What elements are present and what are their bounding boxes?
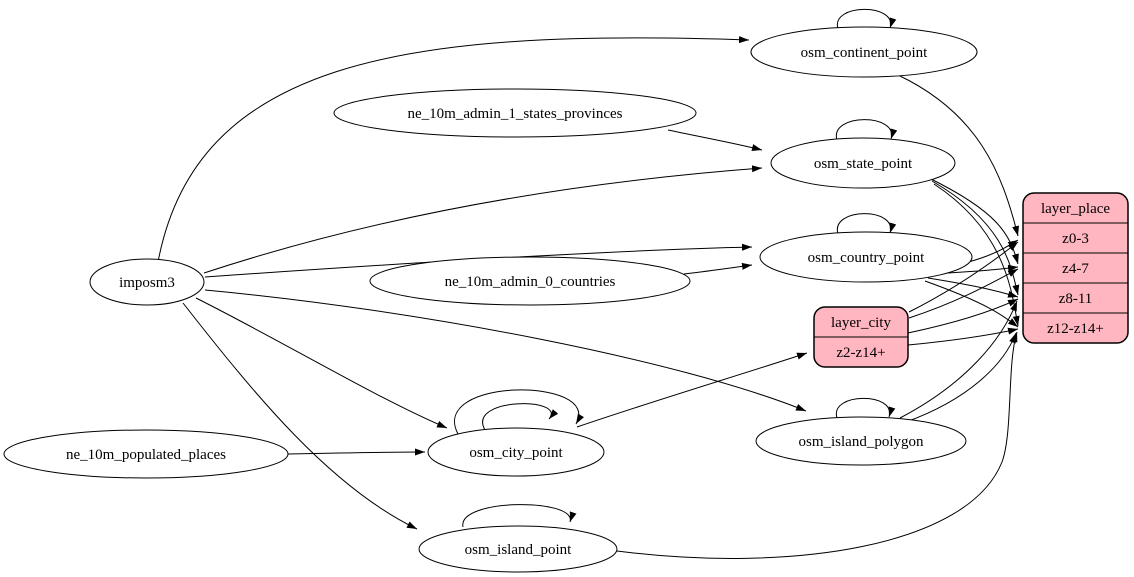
edge-imposm3-to-osm_island_polygon	[204, 289, 807, 412]
record-layer_place-row-z4-7: z4-7	[1062, 261, 1089, 277]
record-layer_place-row-z0-3: z0-3	[1062, 231, 1089, 247]
node-ne_10m_admin_1_states_provinces-shape	[333, 88, 697, 138]
edge-imposm3-to-osm_island_point	[182, 302, 418, 530]
edge-layer_city:z2-z14+-to-layer_place:z12-z14+	[907, 327, 1019, 346]
self-loop-osm_city_point	[454, 389, 584, 435]
node-ne_10m_admin_1_states_provinces-label: ne_10m_admin_1_states_provinces	[408, 106, 623, 122]
record-layer_place: layer_place z0-3 z4-7 z8-11 z12-z14+	[1022, 192, 1129, 344]
edge-osm_island_point-to-layer_place:z12-z14+	[616, 331, 1018, 559]
node-imposm3-label: imposm3	[119, 275, 175, 291]
node-imposm3-shape	[89, 258, 205, 306]
node-osm_continent_point-label: osm_continent_point	[801, 45, 928, 61]
record-layer_city: layer_city z2-z14+	[813, 306, 909, 368]
node-osm_island_point-label: osm_island_point	[465, 542, 573, 558]
edge-osm_island_polygon-to-layer_place:z8-11	[899, 300, 1018, 419]
edge-osm_state_point-to-layer_place:z4-7	[928, 177, 1019, 265]
edge-osm_continent_point-to-layer_place:z0-3	[897, 74, 1019, 237]
edge-osm_state_point-to-layer_place:z12-z14+	[933, 183, 1020, 327]
node-ne_10m_admin_0_countries-label: ne_10m_admin_0_countries	[445, 274, 616, 290]
node-osm_island_polygon-shape	[755, 416, 967, 466]
self-loop-osm_continent_point	[836, 8, 897, 30]
self-loop-osm_island_point	[462, 504, 577, 528]
edge-ne_10m_populated_places-to-osm_city_point	[287, 448, 426, 456]
record-layer_place-row-z12-z14+: z12-z14+	[1047, 321, 1104, 337]
edge-layer_city:z2-z14+-to-layer_place:z0-3	[908, 241, 1019, 313]
node-ne_10m_admin_0_countries: ne_10m_admin_0_countries	[369, 256, 691, 306]
node-osm_country_point-shape	[759, 231, 973, 283]
node-osm_continent_point: osm_continent_point	[750, 26, 978, 78]
node-osm_island_polygon: osm_island_polygon	[755, 416, 967, 466]
edge-imposm3-to-osm_city_point	[195, 297, 448, 429]
edge-osm_country_point-to-layer_place:z8-11	[927, 277, 1019, 298]
node-imposm3: imposm3	[89, 258, 205, 306]
self-loop-osm_state_point	[836, 119, 898, 141]
node-osm_state_point-label: osm_state_point	[814, 156, 913, 172]
record-layer_place-row-layer_place: layer_place	[1041, 201, 1110, 217]
node-osm_state_point: osm_state_point	[770, 137, 956, 189]
node-osm_country_point: osm_country_point	[759, 231, 973, 283]
edge-imposm3-to-osm_state_point	[203, 165, 763, 274]
node-ne_10m_admin_1_states_provinces: ne_10m_admin_1_states_provinces	[333, 88, 697, 138]
node-osm_city_point: osm_city_point	[427, 427, 605, 477]
record-layer_place-box	[1022, 192, 1129, 344]
edge-imposm3-to-osm_continent_point	[157, 36, 750, 263]
node-osm_island_point: osm_island_point	[418, 525, 618, 573]
record-layer_city-row-z2-z14+: z2-z14+	[836, 345, 885, 361]
edge-osm_state_point-to-layer_place:z8-11	[931, 180, 1020, 296]
edge-ne_10m_admin_1_states_provinces-to-osm_state_point	[667, 129, 763, 151]
node-osm_island_polygon-label: osm_island_polygon	[798, 434, 924, 450]
edge-osm_country_point-to-layer_place:z12-z14+	[924, 280, 1019, 328]
record-layer_city-row-layer_city: layer_city	[831, 315, 891, 331]
edge-layer	[157, 8, 1020, 559]
edge-layer_city:z2-z14+-to-layer_place:z4-7	[908, 268, 1019, 319]
node-ne_10m_populated_places: ne_10m_populated_places	[3, 429, 289, 479]
node-ne_10m_populated_places-shape	[3, 429, 289, 479]
self-loop-osm_city_point	[482, 403, 559, 431]
node-osm_city_point-label: osm_city_point	[469, 445, 563, 461]
node-osm_island_point-shape	[418, 525, 618, 573]
self-loop-osm_island_polygon	[835, 397, 896, 419]
edge-osm_island_polygon-to-layer_place:z12-z14+	[905, 332, 1017, 423]
node-osm_country_point-label: osm_country_point	[808, 250, 925, 266]
edge-osm_city_point-to-layer_city:z2-z14+	[576, 352, 808, 428]
node-osm_city_point-shape	[427, 427, 605, 477]
node-osm_continent_point-shape	[750, 26, 978, 78]
record-layer_place-row-z8-11: z8-11	[1059, 291, 1093, 307]
self-loop-osm_country_point	[836, 213, 897, 235]
node-ne_10m_admin_0_countries-shape	[369, 256, 691, 306]
node-ne_10m_populated_places-label: ne_10m_populated_places	[66, 447, 226, 463]
node-osm_state_point-shape	[770, 137, 956, 189]
edge-ne_10m_admin_0_countries-to-osm_country_point	[683, 262, 753, 275]
